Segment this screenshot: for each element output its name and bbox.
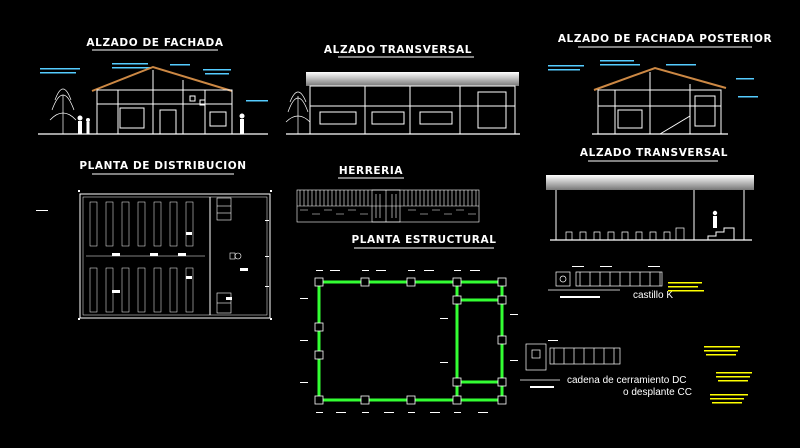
castillo-dims: [560, 266, 660, 298]
structural-beams: [317, 280, 504, 402]
facade-annotations: [40, 63, 268, 102]
facade-building: [91, 65, 233, 135]
facade-elevation: ALZADO DE FACHADA: [38, 37, 268, 135]
rear-annotations: [548, 60, 758, 98]
cadena-label-line2: o desplante CC: [623, 387, 692, 398]
rear-building: [593, 66, 727, 135]
floor-plan-walls: [79, 193, 271, 319]
cadena-detail: cadena de cerramiento DC o desplante CC: [520, 340, 692, 398]
castillo-drawing: [548, 271, 663, 291]
section-desks: [565, 227, 685, 241]
transversal-elevation: ALZADO TRANSVERSAL: [285, 44, 520, 135]
structural-grid-labels: [300, 270, 518, 413]
transversal-building: [309, 85, 516, 135]
section-structure: [555, 190, 745, 241]
ironwork-title: HERRERIA: [339, 165, 403, 177]
cadena-drawing: [520, 343, 621, 381]
section-roof: [546, 175, 754, 190]
floor-plan-title: PLANTA DE DISTRIBUCION: [79, 160, 246, 172]
rear-facade-elevation: ALZADO DE FACHADA POSTERIOR: [548, 33, 772, 135]
cadena-dims: [530, 340, 558, 388]
person-icon: [77, 115, 90, 134]
castillo-notes: [668, 282, 704, 292]
floor-plan-fixtures: [216, 197, 242, 314]
structural-plan-title: PLANTA ESTRUCTURAL: [351, 234, 496, 246]
person-icon: [712, 210, 718, 228]
tree-icon: [49, 88, 77, 134]
person-icon: [239, 113, 245, 134]
floor-plan-labels: [112, 232, 248, 300]
transversal-section: ALZADO TRANSVERSAL: [546, 147, 754, 241]
facade-title: ALZADO DE FACHADA: [86, 37, 223, 49]
transversal-roof: [306, 72, 519, 86]
rear-facade-title: ALZADO DE FACHADA POSTERIOR: [558, 33, 772, 45]
tree-icon: [285, 91, 311, 134]
ironwork-fence: [296, 189, 480, 223]
transversal-title: ALZADO TRANSVERSAL: [324, 44, 472, 56]
castillo-label: castillo K: [633, 290, 673, 301]
cadena-label-line1: cadena de cerramiento DC: [567, 375, 687, 386]
structural-columns: [314, 277, 507, 405]
dimension-ticks: [36, 190, 272, 320]
structural-plan: PLANTA ESTRUCTURAL: [300, 234, 518, 413]
castillo-detail: castillo K: [548, 266, 704, 301]
structural-notes: [704, 346, 752, 404]
ironwork: HERRERIA: [296, 165, 480, 223]
transversal-section-title: ALZADO TRANSVERSAL: [580, 147, 728, 159]
floor-plan: PLANTA DE DISTRIBUCION: [36, 160, 272, 320]
desk-rows: [89, 201, 194, 313]
